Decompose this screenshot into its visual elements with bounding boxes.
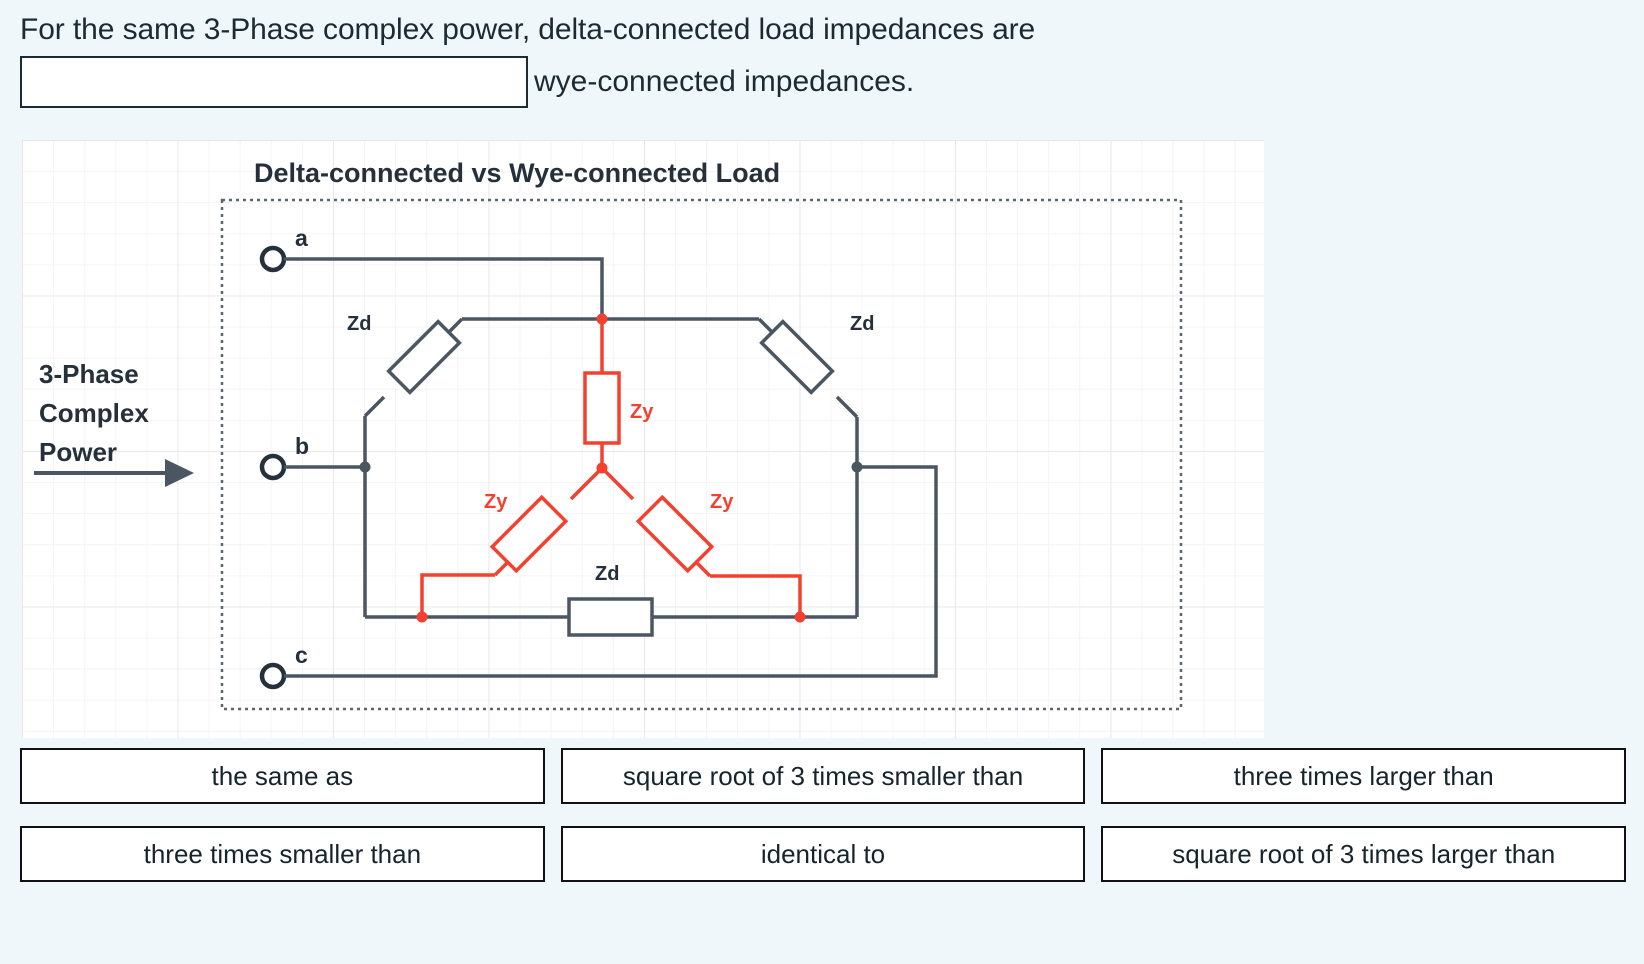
answer-blank-input[interactable]: [20, 56, 528, 108]
question-stem: For the same 3-Phase complex power, delt…: [20, 12, 1620, 108]
option-three-times-smaller-than[interactable]: three times smaller than: [20, 826, 545, 882]
feeder-line-c: [284, 465, 938, 678]
resistor-zd-top-right: [759, 319, 835, 395]
wye-left-leg-upper: [569, 466, 604, 501]
wye-node-c-dot: [794, 611, 806, 623]
source-label-line2: Complex: [39, 398, 149, 428]
answer-options: the same as square root of 3 times small…: [20, 748, 1627, 904]
terminal-b-circle-icon: [259, 453, 287, 481]
answer-options-row-2: three times smaller than identical to sq…: [20, 826, 1627, 882]
resistor-zd-bottom-label: Zd: [595, 563, 619, 585]
question-text-line2-tail: wye-connected impedances.: [534, 65, 915, 98]
option-the-same-as[interactable]: the same as: [20, 748, 545, 804]
diagram-title: Delta-connected vs Wye-connected Load: [254, 158, 780, 188]
wye-node-b-dot: [416, 611, 428, 623]
option-three-times-larger-than[interactable]: three times larger than: [1101, 748, 1627, 804]
question-answer-line: wye-connected impedances.: [20, 56, 1620, 108]
power-flow-arrow-icon: [34, 459, 194, 487]
resistor-zy-left-label: Zy: [484, 491, 508, 513]
terminal-b-label: b: [295, 433, 309, 459]
option-square-root-of-3-times-larger-than[interactable]: square root of 3 times larger than: [1101, 826, 1627, 882]
resistor-zd-bottom: [567, 597, 654, 637]
resistor-zy-right-label: Zy: [710, 491, 734, 513]
wye-neutral-dot: [596, 462, 608, 474]
terminal-c-label: c: [295, 642, 308, 668]
wye-left-leg-return: [420, 573, 495, 617]
resistor-zd-top-left-label: Zd: [347, 313, 371, 335]
answer-options-row-1: the same as square root of 3 times small…: [20, 748, 1627, 804]
delta-node-b-dot: [359, 461, 371, 473]
option-identical-to[interactable]: identical to: [560, 826, 1086, 882]
delta-branch-tr-lower: [835, 395, 859, 419]
feeder-line-a: [284, 257, 604, 319]
circuit-diagram-svg: Delta-connected vs Wye-connected Load 3-…: [34, 158, 1183, 711]
resistor-zy-right: [635, 494, 715, 574]
source-label-line3: Power: [39, 437, 117, 467]
wye-right-leg-upper: [600, 466, 635, 501]
delta-node-c-dot: [851, 461, 863, 473]
terminal-a-label: a: [295, 225, 308, 251]
circuit-diagram-panel: Delta-connected vs Wye-connected Load 3-…: [22, 140, 1264, 738]
wye-node-a-dot: [596, 313, 608, 325]
resistor-zy-left: [489, 494, 569, 574]
resistor-zy-top-label: Zy: [630, 401, 654, 423]
source-label-line1: 3-Phase: [39, 359, 139, 389]
resistor-zd-top-right-label: Zd: [850, 313, 874, 335]
resistor-zy-top: [583, 371, 621, 445]
terminal-a: a: [259, 225, 308, 273]
question-text-line1: For the same 3-Phase complex power, delt…: [20, 13, 1036, 46]
diagram-boundary: [220, 198, 1183, 711]
terminal-c: c: [259, 642, 308, 690]
wye-right-leg-return: [710, 574, 802, 617]
option-square-root-of-3-times-smaller-than[interactable]: square root of 3 times smaller than: [560, 748, 1086, 804]
resistor-zd-top-left: [386, 319, 462, 395]
terminal-c-circle-icon: [259, 662, 287, 690]
delta-branch-tl-lower: [363, 395, 386, 418]
terminal-a-circle-icon: [259, 245, 287, 273]
terminal-b: b: [259, 433, 309, 481]
